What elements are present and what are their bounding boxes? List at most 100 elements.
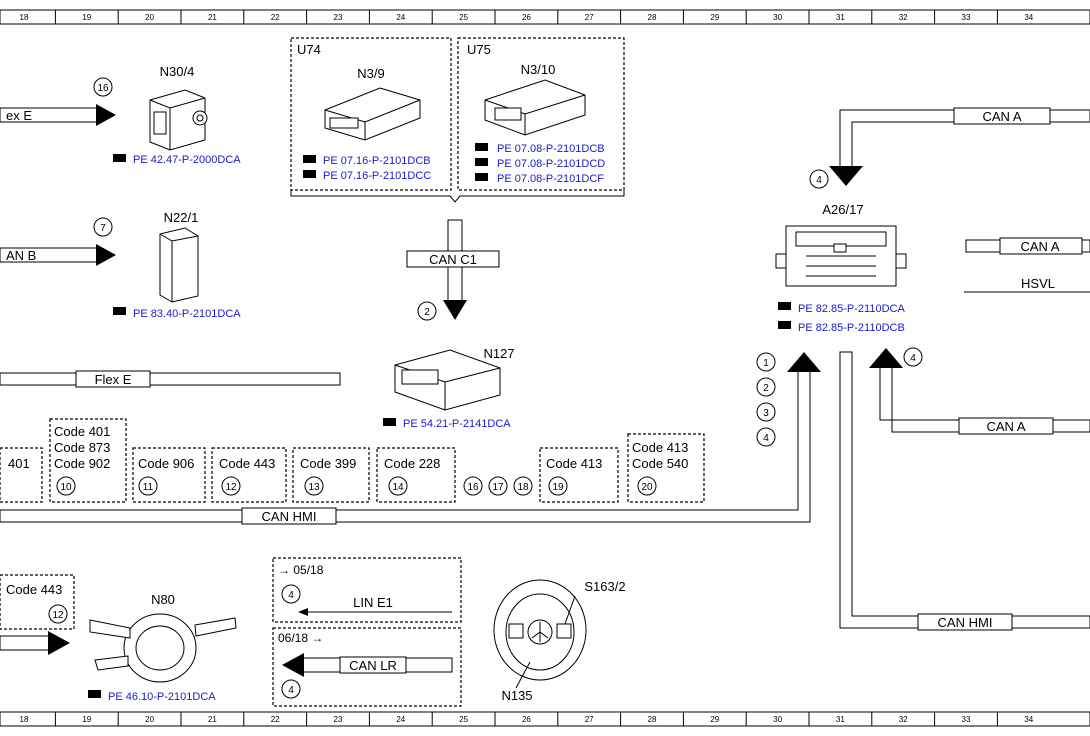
svg-text:3: 3 <box>763 408 769 419</box>
n30-4-label: N30/4 <box>160 64 195 79</box>
svg-text:N135: N135 <box>501 688 532 703</box>
svg-text:16: 16 <box>97 83 109 94</box>
lin-e1-box: → 05/18 4 LIN E1 <box>272 557 462 623</box>
svg-text:CAN HMI: CAN HMI <box>938 615 993 630</box>
svg-text:4: 4 <box>288 590 294 601</box>
n22-1-component[interactable]: N22/1 <box>159 210 199 303</box>
svg-text:1: 1 <box>763 358 769 369</box>
circle-a26-top: 4 <box>809 169 829 189</box>
code-box-left: 401 <box>0 447 43 503</box>
ref-n127[interactable]: PE 54.21-P-2141DCA <box>383 418 511 430</box>
svg-text:11: 11 <box>143 482 154 493</box>
svg-text:CAN C1: CAN C1 <box>429 252 477 267</box>
ruler-label: 33 <box>962 13 971 22</box>
can-c1-wire: CAN C1 <box>406 219 500 320</box>
code-box-14: Code 228 14 <box>376 447 456 503</box>
can-a-top-wire: CAN A <box>829 107 1090 186</box>
svg-text:Code 413: Code 413 <box>546 456 602 471</box>
svg-text:LIN E1: LIN E1 <box>353 595 393 610</box>
reference-book-icon <box>303 170 316 178</box>
reference-book-icon <box>778 302 791 310</box>
svg-text:PE 46.10-P-2101DCA: PE 46.10-P-2101DCA <box>108 691 216 703</box>
ref-n22-1[interactable]: PE 83.40-P-2101DCA <box>113 307 241 320</box>
reference-book-icon <box>475 143 488 151</box>
ruler-label: 30 <box>773 13 782 22</box>
ruler-label: 27 <box>585 13 594 22</box>
ruler-label: 22 <box>271 715 280 724</box>
a26-17-component[interactable]: A26/17 <box>775 202 907 287</box>
ref-n80[interactable]: PE 46.10-P-2101DCA <box>88 690 216 703</box>
circle-n127: 2 <box>417 301 437 321</box>
ruler-label: 19 <box>82 13 91 22</box>
svg-text:N3/9: N3/9 <box>357 66 384 81</box>
ruler-label: 24 <box>396 715 405 724</box>
u74-group[interactable]: U74 N3/9 PE 07.16-P-2101DCB PE 07.16-P-2… <box>290 37 452 191</box>
ref-n30-4[interactable]: PE 42.47-P-2000DCA <box>113 154 241 166</box>
svg-text:17: 17 <box>492 482 504 493</box>
n127-component[interactable]: N127 <box>394 346 515 411</box>
can-a-mid-wire: CAN A <box>965 237 1090 255</box>
svg-text:06/18 →: 06/18 → <box>278 631 323 645</box>
can-hmi-wire: CAN HMI <box>0 352 821 525</box>
ruler-label: 28 <box>648 13 657 22</box>
ruler-label: 34 <box>1024 13 1033 22</box>
n80-arrow-wire <box>0 631 70 655</box>
svg-text:PE 07.08-P-2101DCD: PE 07.08-P-2101DCD <box>497 158 605 170</box>
code-box-12: Code 443 12 <box>211 447 287 503</box>
ruler-label: 21 <box>208 715 217 724</box>
ruler-label: 23 <box>334 13 343 22</box>
svg-text:4: 4 <box>910 353 916 364</box>
ruler-label: 29 <box>710 715 719 724</box>
ruler-label: 30 <box>773 715 782 724</box>
svg-text:13: 13 <box>308 482 320 493</box>
code-box-11: Code 906 11 <box>132 447 206 503</box>
code-line: Code 401 <box>54 424 110 439</box>
reference-book-icon <box>113 307 126 315</box>
svg-text:18: 18 <box>517 482 529 493</box>
svg-text:PE 82.85-P-2110DCB: PE 82.85-P-2110DCB <box>798 322 905 334</box>
ruler-label: 32 <box>899 715 908 724</box>
reference-book-icon <box>88 690 101 698</box>
svg-text:PE 54.21-P-2141DCA: PE 54.21-P-2141DCA <box>403 418 511 430</box>
flex-e-top-wire: ex E <box>0 104 116 126</box>
can-a-low-wire: CAN A <box>869 348 1090 435</box>
ruler-label: 26 <box>522 13 531 22</box>
svg-text:4: 4 <box>288 685 294 696</box>
svg-text:S163/2: S163/2 <box>584 579 625 594</box>
reference-book-icon <box>113 154 126 162</box>
ruler-label: 28 <box>648 715 657 724</box>
steering-wheel[interactable]: S163/2 N135 <box>493 579 626 703</box>
n80-component[interactable]: N80 <box>89 592 237 683</box>
svg-text:AN B: AN B <box>6 248 36 263</box>
u75-group[interactable]: U75 N3/10 PE 07.08-P-2101DCB PE 07.08-P-… <box>457 37 625 191</box>
ruler-label: 34 <box>1024 715 1033 724</box>
svg-text:CAN A: CAN A <box>986 419 1025 434</box>
svg-text:CAN HMI: CAN HMI <box>262 509 317 524</box>
svg-text:N80: N80 <box>151 592 175 607</box>
svg-text:2: 2 <box>763 383 769 394</box>
flex-e-wire: Flex E <box>0 370 341 388</box>
ruler-label: 18 <box>20 715 29 724</box>
svg-text:PE 07.08-P-2101DCB: PE 07.08-P-2101DCB <box>497 143 605 155</box>
svg-text:CAN A: CAN A <box>1020 239 1059 254</box>
svg-text:Code 906: Code 906 <box>138 456 194 471</box>
circles-16-18: 16 17 18 <box>463 476 533 496</box>
reference-book-icon <box>383 418 396 426</box>
ruler-label: 22 <box>271 13 280 22</box>
circle-column: 1 2 3 4 <box>756 352 776 447</box>
circle-n22-1: 7 <box>93 217 113 237</box>
ruler-label: 27 <box>585 715 594 724</box>
svg-text:PE 82.85-P-2110DCA: PE 82.85-P-2110DCA <box>798 303 905 315</box>
hsvl-line: HSVL <box>964 276 1090 293</box>
ruler-label: 18 <box>20 13 29 22</box>
ref-a26-17[interactable]: PE 82.85-P-2110DCA PE 82.85-P-2110DCB <box>778 302 905 334</box>
n30-4-component[interactable]: N30/4 <box>149 64 208 151</box>
svg-text:N127: N127 <box>483 346 514 361</box>
svg-text:14: 14 <box>392 482 404 493</box>
svg-text:CAN A: CAN A <box>982 109 1021 124</box>
reference-book-icon <box>778 321 791 329</box>
ruler-label: 20 <box>145 13 154 22</box>
